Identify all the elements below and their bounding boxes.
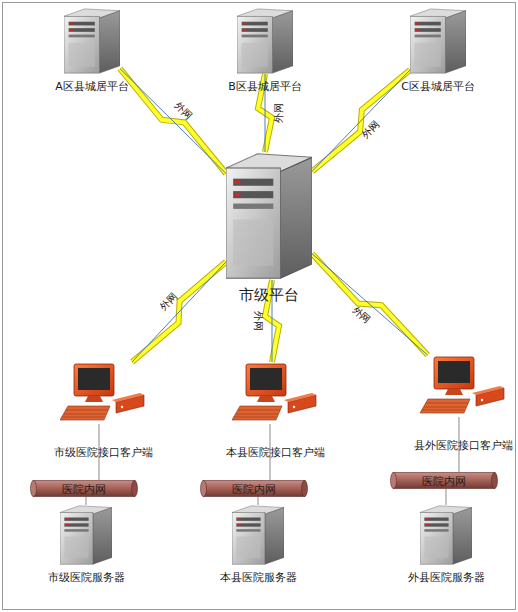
central-server: 市级平台 <box>226 152 312 280</box>
edge-label: 外网 <box>273 103 285 123</box>
node-icon <box>232 505 284 565</box>
node-label: 县外医院接口客户端 <box>414 439 513 452</box>
edge-label: 外网 <box>252 311 264 331</box>
node-icon <box>410 8 466 74</box>
lightning-link <box>132 262 226 362</box>
link-line <box>446 489 447 505</box>
hospital-server: 外县医院服务器 <box>420 505 472 565</box>
platform-server: C区县城居平台 <box>410 8 466 74</box>
link-line <box>132 262 226 362</box>
lightning-link <box>120 69 226 174</box>
node-label: B区县城居平台 <box>228 80 302 93</box>
node-icon <box>64 8 120 74</box>
lan-link <box>258 497 259 505</box>
node-label: 本县医院服务器 <box>220 571 297 584</box>
node-label: 医院内网 <box>232 482 276 495</box>
node-label: A区县城居平台 <box>55 80 129 93</box>
network-link <box>132 262 226 362</box>
link-line <box>120 69 226 174</box>
link-line <box>258 497 259 505</box>
client-computer: 市级医院接口客户端 <box>60 362 146 424</box>
node-icon <box>232 362 318 424</box>
node-label: 市级医院服务器 <box>48 571 125 584</box>
edge-label: 外网 <box>171 100 194 123</box>
lightning-outline <box>312 254 428 355</box>
outer-border <box>3 3 516 610</box>
node-icon <box>420 355 506 417</box>
edge-label: 外网 <box>360 119 383 142</box>
lightning-link <box>312 254 428 355</box>
node-icon <box>237 8 293 74</box>
node-icon <box>420 505 472 565</box>
client-computer: 县外医院接口客户端 <box>420 355 506 417</box>
node-label: C区县城居平台 <box>401 80 475 93</box>
edge-label: 外网 <box>158 291 180 314</box>
network-pipe: 医院内网 <box>390 472 498 489</box>
node-label: 市级医院接口客户端 <box>54 446 153 459</box>
node-icon <box>60 362 146 424</box>
edge-label: 外网 <box>349 304 372 326</box>
network-link <box>312 254 428 355</box>
lightning-outline <box>120 69 226 174</box>
link-line <box>312 254 428 355</box>
hospital-server: 本县医院服务器 <box>232 505 284 565</box>
lan-link <box>86 497 87 505</box>
lightning-outline <box>312 70 410 171</box>
node-label: 本县医院接口客户端 <box>226 446 325 459</box>
client-computer: 本县医院接口客户端 <box>232 362 318 424</box>
lan-link <box>446 489 447 505</box>
link-line <box>86 497 87 505</box>
node-icon <box>226 152 312 280</box>
node-label: 市级平台 <box>239 286 299 304</box>
hospital-server: 市级医院服务器 <box>60 505 112 565</box>
node-label: 医院内网 <box>422 474 466 487</box>
platform-server: B区县城居平台 <box>237 8 293 74</box>
node-icon <box>60 505 112 565</box>
link-line <box>312 70 410 171</box>
network-pipe: 医院内网 <box>30 480 138 497</box>
platform-server: A区县城居平台 <box>64 8 120 74</box>
lightning-outline <box>132 262 226 362</box>
lightning-link <box>312 70 410 171</box>
node-label: 外县医院服务器 <box>408 571 485 584</box>
network-link <box>312 70 410 171</box>
network-link <box>120 69 226 174</box>
network-pipe: 医院内网 <box>200 480 308 497</box>
node-label: 医院内网 <box>62 482 106 495</box>
